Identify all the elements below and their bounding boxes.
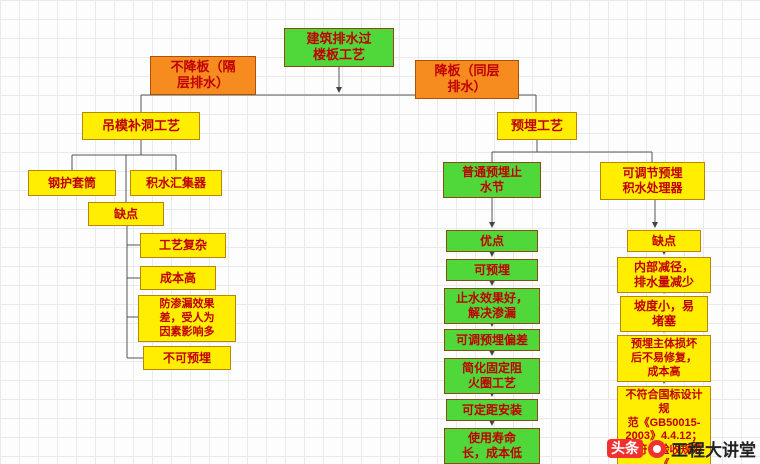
node-high-cost: 成本高 xyxy=(140,266,216,290)
node-waterstop-effect: 止水效果好， 解决渗漏 xyxy=(444,288,540,324)
watermark: 头条 工程大讲堂 xyxy=(607,436,756,461)
node-ordinary-waterstop: 普通预埋止 水节 xyxy=(443,162,541,198)
toutiao-avatar-icon xyxy=(648,439,666,458)
node-right-disadvantages: 缺点 xyxy=(627,230,701,252)
node-small-slope: 坡度小，易 堵塞 xyxy=(620,296,708,332)
watermark-author: 工程大讲堂 xyxy=(671,441,756,460)
node-hard-repair: 预埋主体损坏 后不易修复， 成本高 xyxy=(617,335,711,383)
node-drop-slab: 降板（同层 排水） xyxy=(415,60,519,99)
node-preembed-process: 预埋工艺 xyxy=(497,112,577,140)
node-long-life-low-cost: 使用寿命 长，成本低 xyxy=(444,428,540,464)
toutiao-badge: 头条 xyxy=(607,438,643,459)
node-embeddable: 可预埋 xyxy=(446,259,538,281)
node-advantages: 优点 xyxy=(446,230,538,252)
node-fixed-distance-install: 可定距安装 xyxy=(446,399,538,421)
node-hanging-formwork: 吊模补洞工艺 xyxy=(82,112,200,140)
node-poor-leakproof: 防渗漏效果 差，受人为 因素影响多 xyxy=(138,295,236,343)
node-adjustable-processor: 可调节预埋 积水处理器 xyxy=(600,162,705,200)
node-adjustable-deviation: 可调预埋偏差 xyxy=(444,329,540,351)
node-root-process: 建筑排水过 楼板工艺 xyxy=(284,28,394,67)
node-complex-process: 工艺复杂 xyxy=(140,233,226,258)
node-left-disadvantages: 缺点 xyxy=(88,202,164,226)
node-steel-sleeve: 钢护套筒 xyxy=(28,170,116,196)
node-fire-collar: 简化固定阻 火圈工艺 xyxy=(444,358,540,394)
node-no-drop-slab: 不降板（隔 层排水） xyxy=(150,56,256,95)
node-reduced-diameter: 内部减径， 排水量减少 xyxy=(617,257,711,293)
node-water-collector: 积水汇集器 xyxy=(130,170,222,196)
node-not-embeddable: 不可预埋 xyxy=(143,346,231,370)
